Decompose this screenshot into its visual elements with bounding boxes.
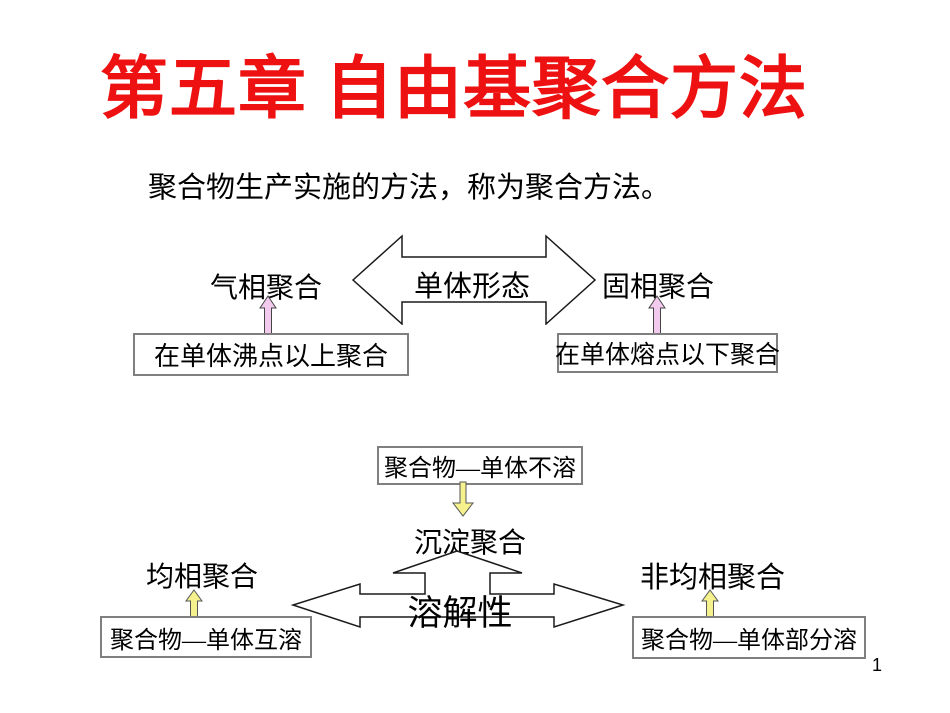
gas-phase-note-box: 在单体沸点以上聚合 [133, 333, 409, 376]
partially-soluble-note-box: 聚合物—单体部分溶 [632, 616, 866, 659]
solid-phase-note-box: 在单体熔点以下聚合 [555, 333, 781, 373]
pink-arrow-shape [648, 295, 666, 335]
insoluble-note-text: 聚合物—单体不溶 [384, 456, 576, 482]
yellow-arrow-shape [452, 481, 474, 517]
insoluble-note-box: 聚合物—单体不溶 [377, 446, 583, 485]
monomer-state-label: 单体形态 [413, 271, 530, 303]
yellow-arrow-shape [701, 589, 719, 619]
mutually-soluble-note-text: 聚合物—单体互溶 [110, 627, 302, 654]
pink-up-arrow-icon [258, 295, 278, 335]
slide-title: 第五章 自由基聚合方法 [100, 51, 809, 127]
double-arrow-shape [351, 234, 597, 325]
yellow-arrow-shape [185, 589, 203, 619]
mutually-soluble-note-box: 聚合物—单体互溶 [100, 616, 312, 658]
yellow-up-arrow-icon [700, 589, 720, 619]
yellow-up-arrow-icon [184, 589, 204, 619]
pink-arrow-shape [259, 295, 277, 335]
precipitation-polymerization-label: 沉淀聚合 [413, 528, 526, 559]
partially-soluble-note-text: 聚合物—单体部分溶 [641, 628, 857, 654]
slide-subtitle: 聚合物生产实施的方法，称为聚合方法。 [148, 172, 671, 204]
monomer-state-double-arrow-icon [350, 233, 598, 325]
solubility-label: 溶解性 [407, 594, 513, 633]
pink-up-arrow-icon [647, 295, 667, 335]
gas-phase-note-text: 在单体沸点以上聚合 [153, 342, 388, 371]
heterogeneous-polymerization-label: 非均相聚合 [640, 562, 786, 594]
yellow-down-arrow-icon [452, 481, 474, 517]
solubility-three-way-arrow-icon [290, 548, 626, 630]
solid-phase-note-text: 在单体熔点以下聚合 [555, 342, 781, 369]
page-number: 1 [872, 655, 883, 675]
three-way-arrow-shape [290, 550, 626, 629]
homogeneous-polymerization-label: 均相聚合 [146, 562, 259, 593]
